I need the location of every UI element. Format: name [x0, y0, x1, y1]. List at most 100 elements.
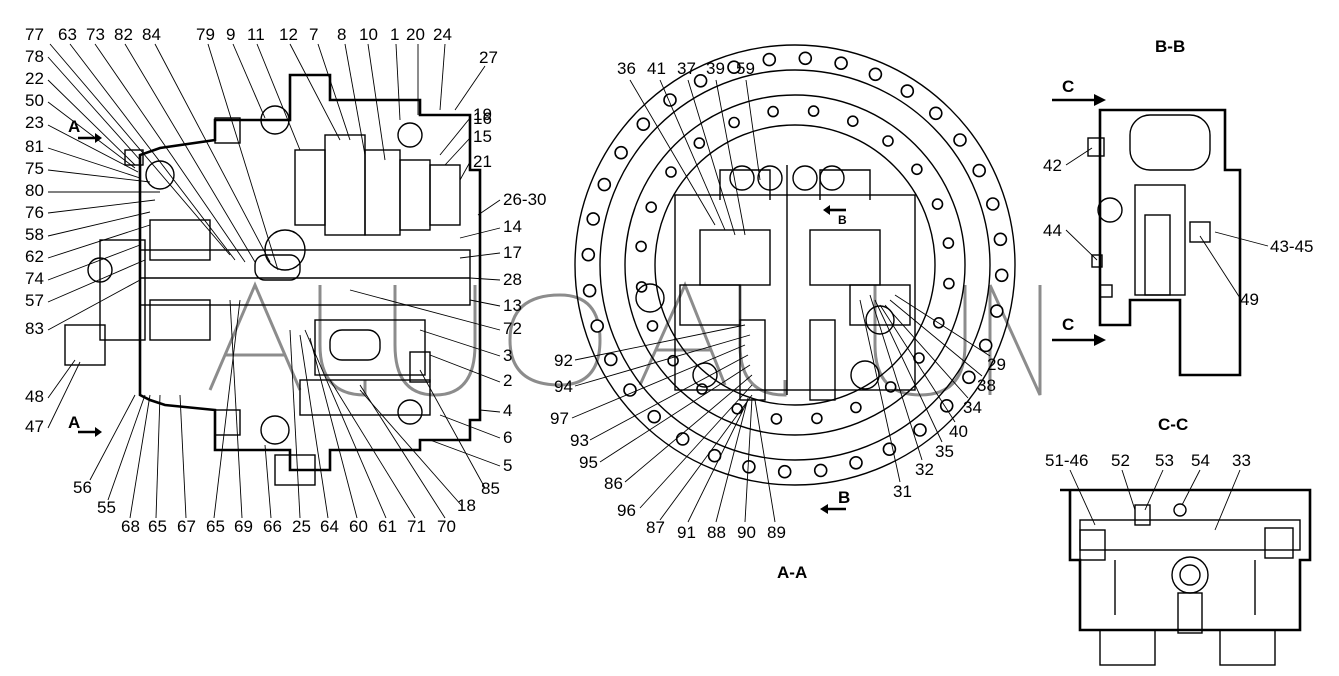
callout: 88 [707, 523, 726, 542]
callout: 97 [550, 409, 569, 428]
bolt-hole [850, 401, 862, 414]
callout: 20 [406, 25, 425, 44]
bolt-holes-inner [635, 105, 955, 425]
callout: 2 [503, 371, 512, 390]
callout: 31 [893, 482, 912, 501]
bolt-hole [614, 145, 628, 160]
callout: 23 [25, 113, 44, 132]
bolt-hole [728, 116, 740, 129]
callout: 8 [337, 25, 346, 44]
callout: 68 [121, 517, 140, 536]
callout: 22 [25, 69, 44, 88]
bolt-hole [767, 105, 779, 118]
callout: 35 [935, 442, 954, 461]
bolt-hole [645, 201, 658, 213]
bolt-hole [586, 212, 601, 226]
section-aa-view: A-A B B [574, 44, 1016, 582]
callouts-center: 36 41 37 39 59 92 94 97 93 95 86 96 87 9… [550, 59, 1006, 542]
bolt-hole [978, 338, 993, 353]
callout: 24 [433, 25, 452, 44]
callout: 96 [617, 501, 636, 520]
callout: 4 [503, 401, 512, 420]
callout: 92 [554, 351, 573, 370]
bolt-hole [647, 409, 662, 424]
callout: 41 [647, 59, 666, 78]
callout: 43-45 [1270, 237, 1313, 256]
bolt-hole [693, 137, 706, 149]
bolt-hole [807, 105, 820, 117]
cut-marker-a-top: A [68, 117, 80, 136]
callout: 40 [949, 422, 968, 441]
bolt-hole [943, 277, 955, 290]
callout: 86 [604, 474, 623, 493]
bolt-hole [665, 166, 677, 178]
section-bb-view: B-B C C [1052, 37, 1242, 377]
bolt-hole [849, 455, 863, 470]
callout: 50 [25, 91, 44, 110]
callout: 36 [617, 59, 636, 78]
callout: 39 [706, 59, 725, 78]
cut-marker-c-top: C [1062, 77, 1074, 96]
callout: 65 [148, 517, 167, 536]
callout: 10 [359, 25, 378, 44]
callout: 87 [646, 518, 665, 537]
callout: 52 [1111, 451, 1130, 470]
callout: 37 [677, 59, 696, 78]
callout: 48 [25, 387, 44, 406]
callout: 3 [503, 346, 512, 365]
callout: 85 [481, 479, 500, 498]
cut-marker-b-top: B [838, 213, 847, 227]
callout: 17 [503, 243, 522, 262]
bolt-hole [811, 412, 823, 425]
callout: 16 [473, 109, 492, 128]
callout: 26-30 [503, 190, 546, 209]
bolt-hole [846, 115, 859, 127]
bolt-hole [581, 247, 596, 262]
callout: 69 [234, 517, 253, 536]
callout: 90 [737, 523, 756, 542]
callout: 82 [114, 25, 133, 44]
bolt-hole [777, 464, 792, 479]
callout: 44 [1043, 221, 1062, 240]
callout: 18 [457, 496, 476, 515]
bolt-hole [993, 232, 1008, 247]
callout: 54 [1191, 451, 1210, 470]
section-cc-view: C-C [1060, 415, 1312, 666]
section-cc-title: C-C [1158, 415, 1188, 434]
callout: 67 [177, 517, 196, 536]
callout: 78 [25, 47, 44, 66]
callout: 95 [579, 453, 598, 472]
callout: 70 [437, 517, 456, 536]
callout: 47 [25, 417, 44, 436]
bolt-hole [994, 268, 1009, 283]
callout: 34 [963, 398, 982, 417]
callout: 11 [247, 25, 265, 44]
bolt-hole [813, 463, 828, 478]
callout: 66 [263, 517, 282, 536]
bolt-hole [868, 67, 883, 82]
bolt-hole [603, 352, 618, 367]
callout: 62 [25, 247, 44, 266]
callout: 74 [25, 269, 44, 288]
bolt-hole [646, 320, 659, 332]
bolt-hole [972, 163, 987, 178]
callout: 56 [73, 478, 92, 497]
callout: 75 [25, 159, 44, 178]
callout: 1 [390, 25, 399, 44]
cut-marker-a-bottom: A [68, 413, 80, 432]
callout: 33 [1232, 451, 1251, 470]
bolt-hole [900, 84, 915, 98]
bolt-hole [989, 304, 1004, 318]
bolt-hole [635, 240, 647, 253]
callout: 27 [479, 48, 498, 67]
callout: 29 [987, 355, 1006, 374]
callout: 63 [58, 25, 77, 44]
bolt-hole [742, 459, 756, 474]
callout: 21 [473, 152, 492, 171]
callout: 9 [226, 25, 235, 44]
bolt-hole [882, 135, 894, 147]
callout: 91 [677, 523, 696, 542]
bolt-hole [727, 60, 741, 74]
bolt-hole [582, 283, 597, 298]
callout: 12 [279, 25, 298, 44]
